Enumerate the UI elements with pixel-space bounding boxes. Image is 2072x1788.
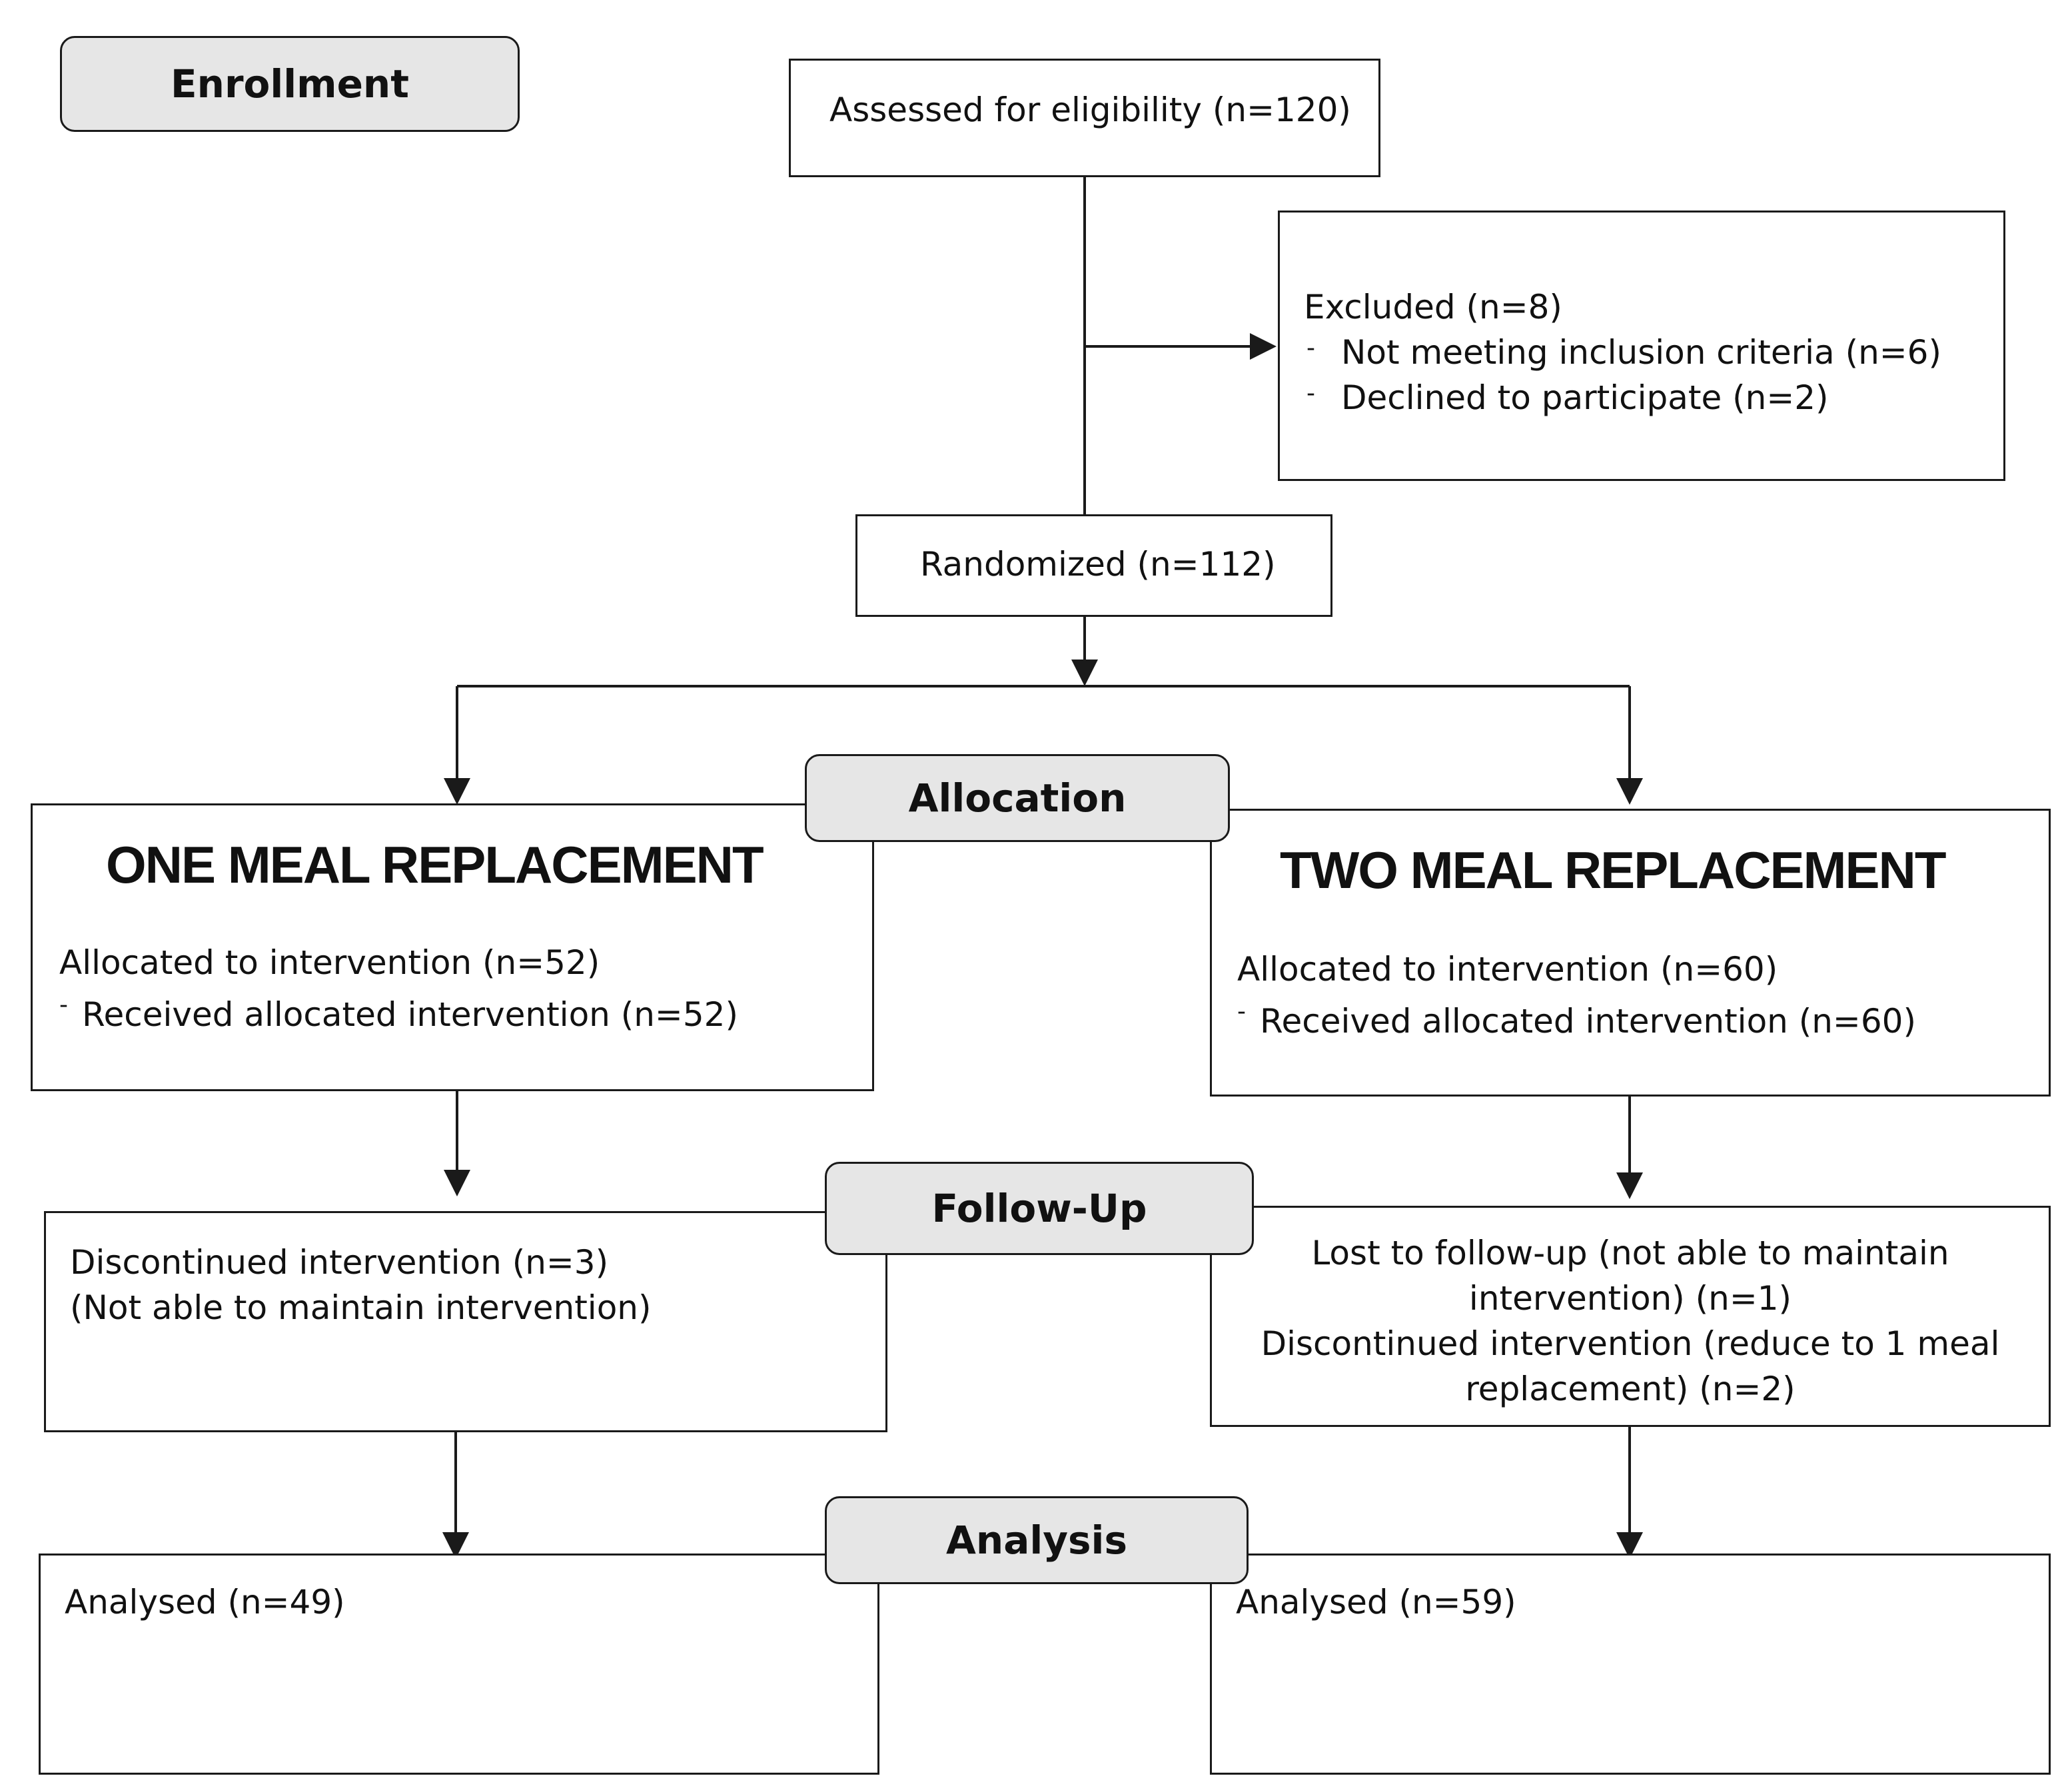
excluded-bullet-1: - bbox=[1306, 334, 1315, 362]
excluded-title: Excluded (n=8) bbox=[1304, 288, 1562, 326]
two-meal-analysed: Analysed (n=59) bbox=[1236, 1583, 1516, 1621]
randomized-box: Randomized (n=112) bbox=[855, 514, 1332, 617]
excluded-item-2: Declined to participate (n=2) bbox=[1341, 378, 1829, 417]
stage-follow-up-label: Follow-Up bbox=[931, 1186, 1147, 1231]
stage-allocation-label: Allocation bbox=[908, 775, 1127, 821]
two-meal-received: Received allocated intervention (n=60) bbox=[1260, 1002, 1916, 1041]
two-meal-title: TWO MEAL REPLACEMENT bbox=[1280, 841, 1947, 899]
randomized-text: Randomized (n=112) bbox=[920, 545, 1276, 584]
two-meal-followup-line4: replacement) (n=2) bbox=[1465, 1370, 1796, 1408]
one-meal-analysis-box: Analysed (n=49) bbox=[39, 1554, 879, 1775]
two-meal-allocated: Allocated to intervention (n=60) bbox=[1237, 950, 1778, 989]
one-meal-analysed: Analysed (n=49) bbox=[65, 1583, 345, 1621]
assessed-text: Assessed for eligibility (n=120) bbox=[829, 91, 1351, 129]
two-meal-followup-line3: Discontinued intervention (reduce to 1 m… bbox=[1261, 1324, 2000, 1363]
two-meal-allocation-box: TWO MEAL REPLACEMENT Allocated to interv… bbox=[1210, 809, 2051, 1097]
two-meal-followup-box: Lost to follow-up (not able to maintain … bbox=[1210, 1206, 2051, 1427]
stage-analysis: Analysis bbox=[825, 1496, 1249, 1584]
excluded-box: Excluded (n=8) - Not meeting inclusion c… bbox=[1278, 211, 2005, 481]
two-meal-received-bullet: - bbox=[1237, 998, 1246, 1025]
excluded-bullet-2: - bbox=[1306, 380, 1315, 407]
two-meal-analysis-box: Analysed (n=59) bbox=[1210, 1554, 2051, 1775]
one-meal-allocated: Allocated to intervention (n=52) bbox=[59, 943, 600, 982]
excluded-item-1: Not meeting inclusion criteria (n=6) bbox=[1341, 333, 1942, 372]
one-meal-received: Received allocated intervention (n=52) bbox=[82, 995, 738, 1034]
stage-analysis-label: Analysis bbox=[946, 1518, 1127, 1563]
two-meal-followup-line1: Lost to follow-up (not able to maintain bbox=[1311, 1234, 1949, 1272]
two-meal-followup-line2: intervention) (n=1) bbox=[1468, 1279, 1792, 1318]
stage-enrollment: Enrollment bbox=[60, 36, 520, 132]
one-meal-followup-line1: Discontinued intervention (n=3) bbox=[70, 1243, 609, 1282]
stage-follow-up: Follow-Up bbox=[825, 1162, 1254, 1255]
one-meal-allocation-box: ONE MEAL REPLACEMENT Allocated to interv… bbox=[31, 803, 874, 1091]
stage-allocation: Allocation bbox=[805, 754, 1230, 842]
one-meal-followup-line2: (Not able to maintain intervention) bbox=[70, 1288, 652, 1327]
one-meal-followup-box: Discontinued intervention (n=3) (Not abl… bbox=[44, 1211, 887, 1432]
one-meal-received-bullet: - bbox=[59, 991, 68, 1019]
stage-enrollment-label: Enrollment bbox=[171, 61, 409, 107]
assessed-box: Assessed for eligibility (n=120) bbox=[789, 59, 1380, 177]
one-meal-title: ONE MEAL REPLACEMENT bbox=[106, 835, 764, 894]
